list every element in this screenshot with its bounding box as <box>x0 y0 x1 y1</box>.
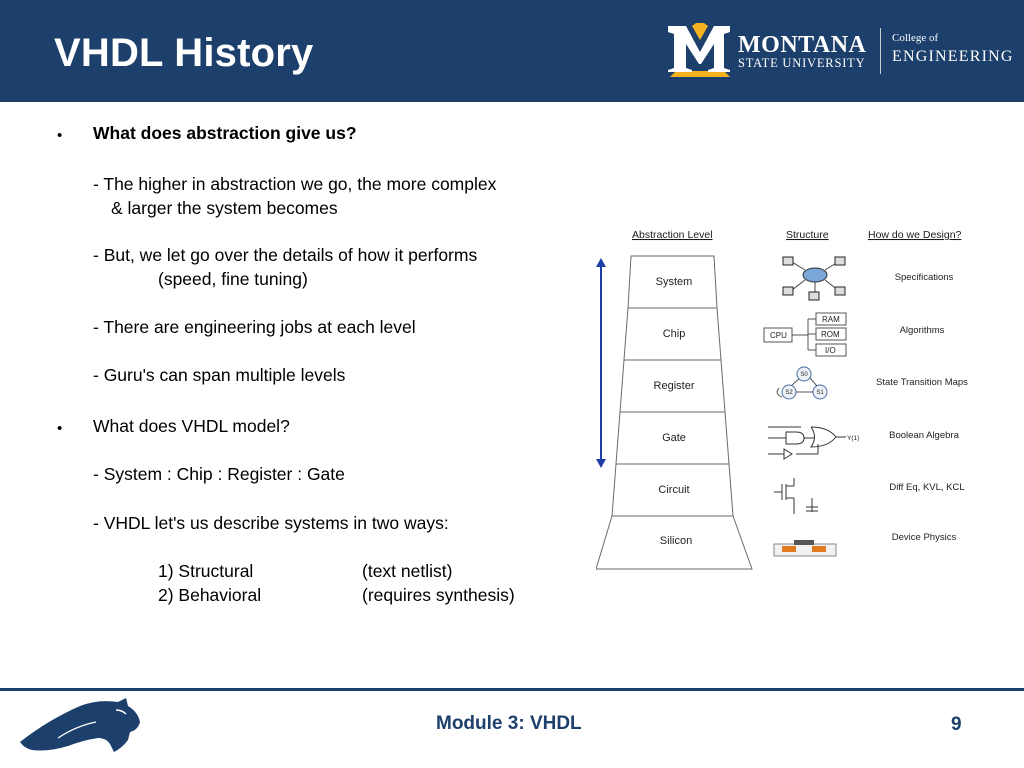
chip-rom-label: ROM <box>821 330 840 339</box>
header-abstraction-level: Abstraction Level <box>632 229 713 241</box>
design-device-physics: Device Physics <box>892 532 957 543</box>
bullet-marker: • <box>57 127 63 144</box>
header-structure: Structure <box>786 229 829 241</box>
abstraction-point-1a: - The higher in abstraction we go, the m… <box>93 174 497 194</box>
vhdl-model-point-2: - VHDL let's us describe systems in two … <box>93 513 449 533</box>
logic-gate-icon <box>768 426 846 460</box>
state-diagram: S0 S2 S1 <box>776 366 828 400</box>
level-system: System <box>656 276 693 288</box>
design-boolean-algebra: Boolean Algebra <box>889 430 959 441</box>
abstraction-pyramid <box>595 255 753 570</box>
level-silicon: Silicon <box>660 535 692 547</box>
header-bar: VHDL History MONTANA STATE UNIVERSITY Co… <box>0 0 1024 102</box>
abstraction-point-4: - Guru's can span multiple levels <box>93 365 346 385</box>
chip-cpu-label: CPU <box>770 331 787 340</box>
level-gate: Gate <box>662 432 686 444</box>
chip-blocks: CPU RAM ROM I/O <box>763 312 847 357</box>
abstraction-point-2b: (speed, fine tuning) <box>158 269 308 289</box>
gate-output-label: Y(1) <box>847 435 859 442</box>
footer-module-title: Module 3: VHDL <box>436 713 582 734</box>
way-structural-note: (text netlist) <box>362 561 453 581</box>
abstraction-point-2a: - But, we let go over the details of how… <box>93 245 478 265</box>
level-chip: Chip <box>663 328 686 340</box>
logo-state-text: STATE UNIVERSITY <box>738 56 866 70</box>
abstraction-point-3: - There are engineering jobs at each lev… <box>93 317 416 337</box>
arrow-up-icon <box>596 258 606 267</box>
design-specifications: Specifications <box>895 272 954 283</box>
abstraction-diagram: Abstraction Level Structure How do we De… <box>595 222 986 574</box>
state-s0-label: S0 <box>800 372 808 378</box>
logo-college-text: College of <box>892 32 939 44</box>
footer-divider <box>0 688 1024 691</box>
slide-title: VHDL History <box>54 31 314 75</box>
vhdl-model-point-1: - System : Chip : Register : Gate <box>93 464 345 484</box>
level-circuit: Circuit <box>658 484 689 496</box>
design-diff-eq: Diff Eq, KVL, KCL <box>889 482 964 493</box>
silicon-device-icon <box>773 540 837 557</box>
design-state-transition-maps: State Transition Maps <box>876 377 968 388</box>
university-logo: MONTANA STATE UNIVERSITY College of ENGI… <box>664 22 1014 82</box>
transistor-icon <box>774 478 818 514</box>
logo-montana-text: MONTANA <box>738 32 867 58</box>
network-icon <box>782 256 846 301</box>
level-register: Register <box>654 380 695 392</box>
bullet-vhdl-model: What does VHDL model? <box>93 416 290 436</box>
design-algorithms: Algorithms <box>900 325 945 336</box>
way-structural-label: 1) Structural <box>158 561 254 581</box>
bullet-abstraction: What does abstraction give us? <box>93 123 357 143</box>
state-s2-label: S2 <box>785 390 793 396</box>
logo-divider <box>880 28 881 74</box>
abstraction-point-1b: & larger the system becomes <box>111 198 338 218</box>
montana-m-icon <box>668 23 730 77</box>
bullet-marker: • <box>57 420 63 437</box>
chip-io-label: I/O <box>825 346 836 355</box>
logo-engineering-text: ENGINEERING <box>892 48 1014 65</box>
page-number: 9 <box>951 714 962 735</box>
state-s1-label: S1 <box>816 390 824 396</box>
header-how-design: How do we Design? <box>868 229 962 241</box>
way-behavioral-label: 2) Behavioral <box>158 585 262 605</box>
arrow-down-icon <box>596 459 606 468</box>
bobcat-logo-icon <box>18 696 142 756</box>
chip-ram-label: RAM <box>822 315 840 324</box>
way-behavioral-note: (requires synthesis) <box>362 585 515 605</box>
